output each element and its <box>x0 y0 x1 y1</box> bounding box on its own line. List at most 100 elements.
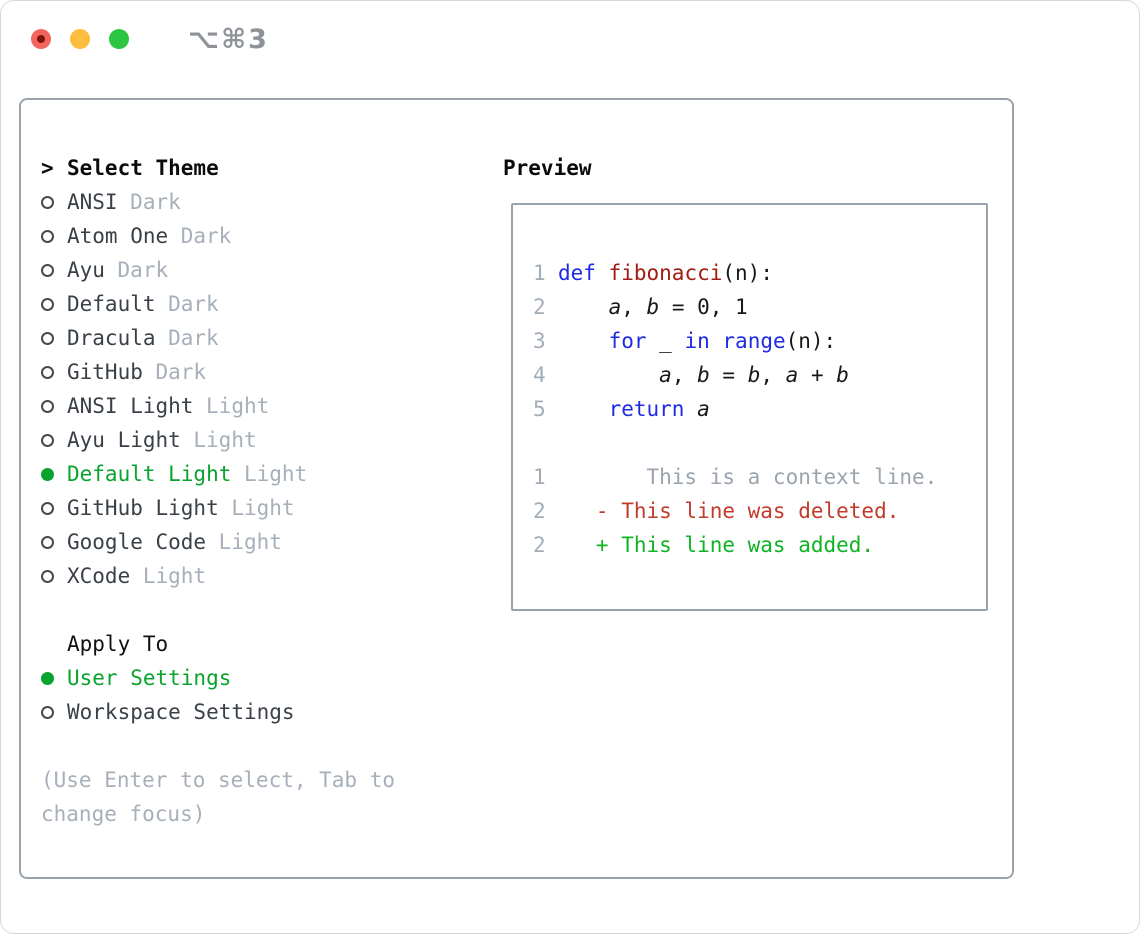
token-var: b <box>747 363 761 387</box>
theme-name: Google Code <box>67 530 207 554</box>
zoom-button-icon[interactable] <box>109 29 129 49</box>
code-line: 3 for _ in range(n): <box>533 324 986 358</box>
theme-name: GitHub Light <box>67 496 219 520</box>
radio-off-icon <box>41 535 54 549</box>
help-text-line: change focus) <box>41 802 206 826</box>
radio-off-icon <box>41 297 54 311</box>
apply-to-header: Apply To <box>41 627 501 661</box>
code-text: - This line was deleted. <box>558 494 899 528</box>
token-pl <box>596 261 609 285</box>
token-pl: = <box>709 363 748 387</box>
token-fn: fibonacci <box>608 261 723 285</box>
theme-name: Dracula <box>67 326 156 350</box>
line-number: 2 <box>533 533 546 557</box>
code-line: 4 a, b = b, a + b <box>533 358 986 392</box>
code-line: 1 This is a context line. <box>533 460 986 494</box>
token-pl: _ <box>646 329 685 353</box>
theme-variant: Dark <box>117 258 169 282</box>
token-var: a <box>659 363 672 387</box>
token-pl <box>684 397 697 421</box>
radio-off-icon <box>41 365 54 379</box>
theme-name: Default Light <box>67 462 232 486</box>
token-pl: , <box>671 363 698 387</box>
radio-off-icon <box>41 263 54 277</box>
cursor-icon: > <box>41 156 54 180</box>
token-pl: (n): <box>722 261 773 285</box>
token-kw: for <box>608 329 647 353</box>
token-ctx: This is a context line. <box>558 465 938 489</box>
line-number: 1 <box>533 465 546 489</box>
title-bar: ⌥⌘3 <box>1 1 1139 77</box>
theme-variant: Dark <box>168 326 219 350</box>
theme-name: Ayu Light <box>67 428 181 452</box>
help-text-line: (Use Enter to select, Tab to <box>41 768 396 792</box>
token-pl <box>558 397 609 421</box>
apply-to-option[interactable]: Workspace Settings <box>41 695 501 729</box>
code-text: + This line was added. <box>558 528 874 562</box>
radio-marker <box>41 297 67 311</box>
theme-variant: Light <box>231 496 295 520</box>
token-pl <box>710 329 723 353</box>
radio-marker <box>41 433 67 447</box>
code-text: a, b = b, a + b <box>558 358 849 392</box>
token-var: b <box>646 295 660 319</box>
theme-menu-header: > Select Theme <box>41 151 501 185</box>
token-var: a <box>697 397 710 421</box>
token-pl: (n): <box>785 329 837 353</box>
code-text: def fibonacci(n): <box>558 256 773 290</box>
radio-marker <box>41 467 67 481</box>
token-kw: return <box>608 397 685 421</box>
theme-variant: Dark <box>130 190 181 214</box>
line-number: 3 <box>533 329 546 353</box>
theme-variant: Dark <box>180 224 232 248</box>
theme-name: XCode <box>67 564 131 588</box>
spacer <box>41 729 501 763</box>
token-var: a <box>785 363 799 387</box>
radio-off-icon <box>41 399 54 413</box>
apply-to-option[interactable]: User Settings <box>41 661 501 695</box>
line-number: 5 <box>533 397 546 421</box>
radio-on-icon <box>41 467 54 481</box>
token-pl <box>558 329 609 353</box>
code-line: 5 return a <box>533 392 986 426</box>
minimize-button-icon[interactable] <box>70 29 90 49</box>
code-text: return a <box>558 392 710 426</box>
theme-menu-title: Select Theme <box>67 156 219 180</box>
code-line: 2 + This line was added. <box>533 528 986 562</box>
radio-off-icon <box>41 195 54 209</box>
token-kw: def <box>558 261 596 285</box>
code-line <box>533 426 986 460</box>
theme-option[interactable]: GitHub Light Light <box>41 491 501 525</box>
close-button-icon[interactable] <box>31 29 51 49</box>
token-add: + This line was added. <box>558 533 875 557</box>
line-number: 2 <box>533 499 546 523</box>
theme-option[interactable]: Dracula Dark <box>41 321 501 355</box>
radio-marker <box>41 195 67 209</box>
code-line: 2 a, b = 0, 1 <box>533 290 986 324</box>
token-del: - This line was deleted. <box>558 499 900 523</box>
radio-off-icon <box>41 331 54 345</box>
theme-name: ANSI Light <box>67 394 194 418</box>
line-number: 2 <box>533 295 546 319</box>
token-var: a <box>608 295 622 319</box>
spacer <box>41 593 501 627</box>
radio-off-icon <box>41 229 54 243</box>
theme-name: Default <box>67 292 156 316</box>
radio-marker <box>41 501 67 515</box>
apply-to-label: User Settings <box>67 666 232 690</box>
token-pl: , <box>760 363 786 387</box>
token-pl <box>558 295 609 319</box>
